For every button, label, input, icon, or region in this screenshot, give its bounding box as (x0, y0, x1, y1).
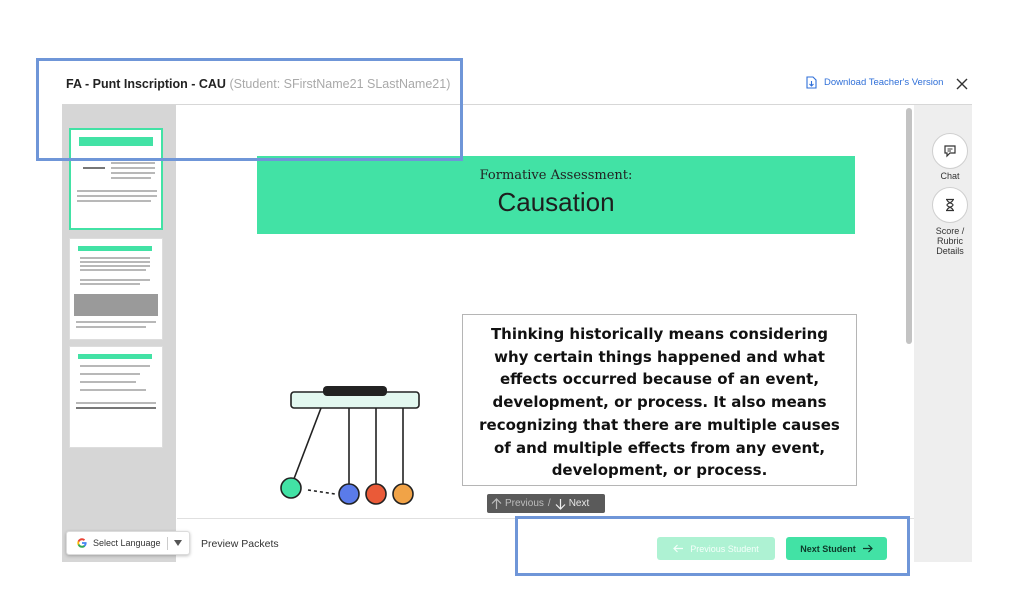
slide-quote-box: Thinking historically means considering … (462, 314, 857, 486)
chat-bubble-icon (944, 145, 956, 158)
arrow-right-icon (862, 544, 873, 553)
arrow-up-icon[interactable] (491, 497, 502, 510)
next-student-label: Next Student (800, 543, 856, 554)
quote-line: development, or process. (551, 461, 768, 480)
score-rubric-label: Score / Rubric Details (935, 226, 965, 256)
download-teacher-version-link[interactable]: Download Teacher's Version (806, 76, 943, 89)
download-file-icon (806, 76, 817, 89)
slide-subtitle: Formative Assessment: (479, 168, 633, 183)
preview-packets-link[interactable]: Preview Packets (201, 538, 279, 550)
pager-next[interactable]: Next (568, 498, 590, 509)
student-name: (Student: SFirstName21 SLastName21) (229, 77, 451, 91)
assessment-name: FA - Punt Inscription - CAU (66, 77, 226, 91)
pager-separator: / (547, 498, 551, 509)
quote-line: effects occurred because of an event, (499, 370, 820, 389)
quote-line: of and multiple effects from any event, (493, 438, 826, 457)
chat-button[interactable] (932, 133, 968, 169)
side-tool-panel (914, 105, 972, 562)
select-language-label: Select Language (93, 538, 161, 548)
slide-title: Causation (497, 187, 615, 217)
arrow-left-icon (673, 544, 684, 553)
page-thumbnail-2[interactable] (69, 238, 163, 340)
chat-label: Chat (940, 171, 960, 181)
thumbnail-title-band (78, 246, 152, 251)
viewer-scrollbar[interactable] (906, 108, 912, 344)
quote-line: why certain things happened and what (494, 347, 825, 366)
quote-line: Thinking historically means considering (490, 325, 829, 343)
score-rubric-button[interactable] (932, 187, 968, 223)
next-student-button[interactable]: Next Student (786, 537, 887, 560)
thumbnail-image (74, 294, 158, 316)
google-logo-icon (77, 538, 87, 548)
pager-previous[interactable]: Previous (505, 498, 544, 509)
select-language-dropdown[interactable]: Select Language (66, 531, 190, 555)
slide-pager: Previous / Next (487, 494, 605, 513)
page-thumbnail-3[interactable] (69, 346, 163, 448)
hourglass-icon (946, 198, 954, 212)
quote-line: development, or process. It also means (492, 393, 827, 412)
caret-down-icon (173, 540, 182, 546)
app-frame (62, 104, 972, 562)
thumbnail-title-band (78, 354, 152, 359)
quote-line: recognizing that there are multiple caus… (479, 415, 840, 434)
divider (166, 536, 168, 550)
previous-student-label: Previous Student (690, 543, 759, 554)
slide-title-banner: Formative Assessment: Causation (257, 156, 855, 234)
previous-student-button[interactable]: Previous Student (657, 537, 775, 560)
download-label: Download Teacher's Version (824, 77, 944, 88)
newtons-cradle-illustration (280, 386, 420, 505)
page-thumbnail-1[interactable] (69, 128, 163, 230)
thumbnail-title-band (79, 137, 153, 146)
assessment-title: FA - Punt Inscription - CAU (Student: SF… (66, 77, 450, 91)
arrow-down-icon[interactable] (555, 498, 566, 510)
close-icon[interactable] (955, 77, 969, 91)
